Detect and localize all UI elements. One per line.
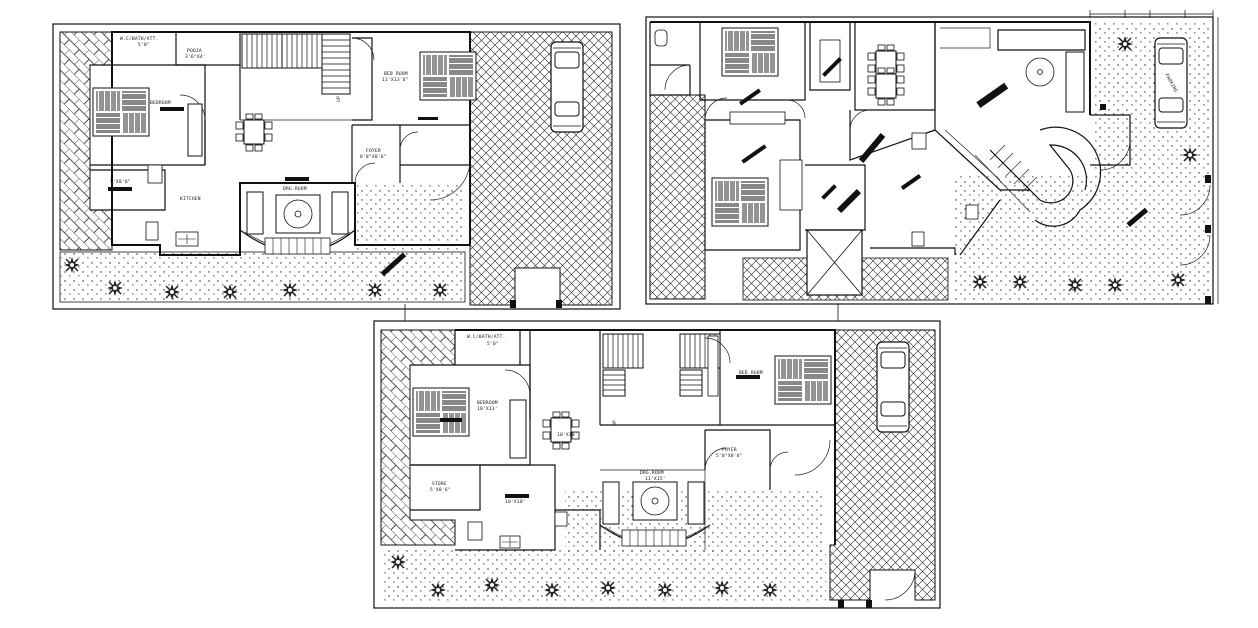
bed-lower xyxy=(711,177,769,227)
label-bed-room-right: BED ROOM xyxy=(384,71,408,77)
label-up-3: UP xyxy=(612,420,618,426)
label-up: UP xyxy=(336,96,342,102)
label-kitchen: KITCHEN xyxy=(180,196,201,202)
plan-2: PARKING xyxy=(645,10,1219,305)
garden-side xyxy=(355,183,465,253)
label-drg-room-3: DRG.ROOM xyxy=(640,470,664,476)
label-dining-size-3: 10'X10' xyxy=(557,432,578,438)
plan-1-border xyxy=(52,23,621,310)
paving-strip-3 xyxy=(380,329,456,546)
garden-front-3 xyxy=(381,548,826,603)
label-store-size-3: 5'X8'6" xyxy=(430,487,451,493)
bed-top xyxy=(721,27,779,77)
staircase-3 xyxy=(602,333,644,369)
bed-3-left xyxy=(412,387,470,437)
label-foyer-size: 8'0"X8'6" xyxy=(360,154,387,160)
label-foyer-3: FOYER xyxy=(722,447,737,453)
label-store-size: 5'X8'6" xyxy=(110,179,131,185)
parking-floor xyxy=(469,31,613,306)
label-wc-bath: W.C/BATH/ATT. xyxy=(120,36,159,42)
label-drg-room: DRG.ROOM xyxy=(283,186,307,192)
plan-2-border xyxy=(645,16,1214,305)
label-wc-bath-size: 5'0" xyxy=(138,42,150,48)
bed-left xyxy=(92,87,150,137)
car-3 xyxy=(876,341,910,433)
label-bedroom-3: BEDROOM xyxy=(477,400,498,406)
side-paving xyxy=(649,94,706,300)
label-kitchen-size-3: 10'X10' xyxy=(505,499,526,505)
label-bed-room-right-size: 11'X13'6" xyxy=(382,77,409,83)
label-foyer: FOYER xyxy=(366,148,381,154)
label-bed-room-3: BED ROOM xyxy=(739,370,763,376)
garden-right xyxy=(955,175,1210,300)
shrub xyxy=(63,256,81,274)
label-bedroom-left: BEDROOM xyxy=(150,100,171,106)
dining-table xyxy=(235,113,273,152)
car-1 xyxy=(550,41,584,133)
garden-front xyxy=(59,251,466,303)
label-foyer-size-3: 5'0"X8'6" xyxy=(716,453,743,459)
label-drg-room-size-3: 11'X15' xyxy=(645,476,666,482)
bed-3-right xyxy=(774,355,832,405)
label-store-3: STORE xyxy=(432,481,447,487)
plan-1: W.C/BATH/ATT. 5'0" POOJA 3'6"X4' BEDROOM… xyxy=(52,23,621,310)
plan-3-border xyxy=(373,320,941,609)
staircase xyxy=(241,33,283,69)
bed-right xyxy=(419,51,477,101)
label-bedroom-size-3: 10'X13' xyxy=(477,406,498,412)
dining-table-3 xyxy=(542,411,580,450)
plan-3: W.C/BATH/ATT. 5'0" BEDROOM 10'X13' 10'X1… xyxy=(373,304,941,609)
label-wc-bath-3: W.C/BATH/ATT. xyxy=(467,334,506,340)
label-pooja-size: 3'6"X4' xyxy=(185,54,206,60)
label-pooja: POOJA xyxy=(187,48,202,54)
label-wc-bath-size-3: 5'0" xyxy=(487,341,499,347)
